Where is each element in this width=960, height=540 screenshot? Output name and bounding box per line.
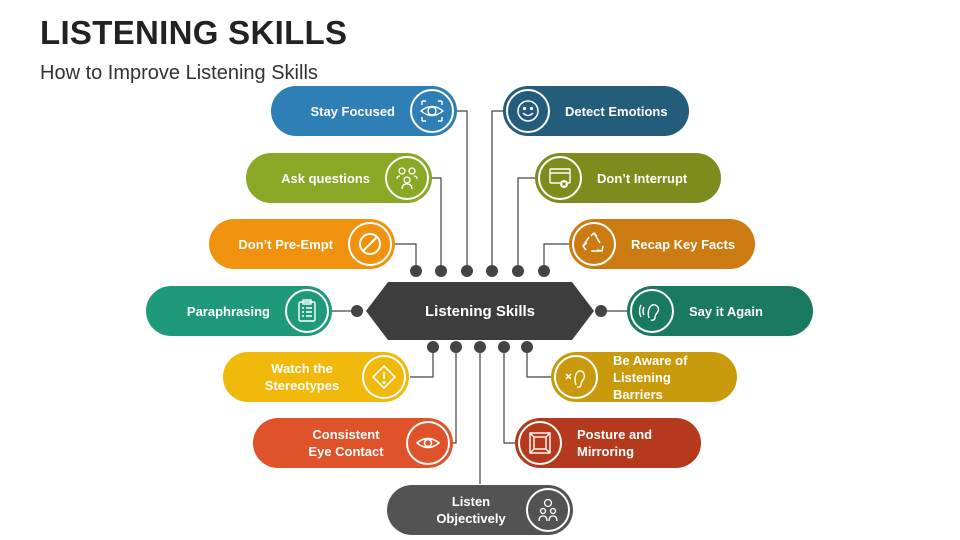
skill-listen-objectively: Listen Objectively bbox=[387, 485, 573, 535]
connector-node bbox=[410, 265, 422, 277]
connector-node bbox=[427, 341, 439, 353]
skill-stay-focused: Stay Focused bbox=[271, 86, 457, 136]
hub-shape bbox=[366, 282, 594, 340]
skill-label: Posture and Mirroring bbox=[577, 427, 653, 459]
skill-dont-preempt: Don’t Pre-Empt bbox=[209, 219, 395, 269]
skill-label: Be Aware of Listening Barriers bbox=[613, 352, 688, 402]
skill-label: Detect Emotions bbox=[565, 103, 668, 119]
connector-node bbox=[538, 265, 550, 277]
eye-icon bbox=[406, 421, 450, 465]
eye-focus-icon bbox=[410, 89, 454, 133]
chat-block-icon bbox=[538, 156, 582, 200]
connector-node bbox=[512, 265, 524, 277]
connector-stereotypes bbox=[410, 347, 434, 378]
connector-node bbox=[474, 341, 486, 353]
ear-block-icon bbox=[554, 355, 598, 399]
page-title: LISTENING SKILLS bbox=[40, 14, 348, 51]
skill-detect-emotions: Detect Emotions bbox=[503, 86, 689, 136]
connector-node bbox=[486, 265, 498, 277]
skill-recap-key-facts: Recap Key Facts bbox=[569, 219, 755, 269]
hub-label: Listening Skills bbox=[424, 302, 536, 320]
connector-ask-questions bbox=[431, 177, 442, 271]
skill-label: Paraphrasing bbox=[186, 303, 270, 319]
smiley-icon bbox=[506, 89, 550, 133]
connector-node bbox=[595, 305, 607, 317]
skill-watch-stereotypes: Watch the Stereotypes bbox=[223, 352, 409, 402]
skill-listening-barriers: Be Aware of Listening Barriers bbox=[551, 352, 737, 402]
skill-ask-questions: Ask questions bbox=[246, 153, 432, 203]
people-scale-icon bbox=[526, 488, 570, 532]
sound-ear-icon bbox=[630, 289, 674, 333]
connector-posture bbox=[503, 347, 517, 444]
connector-barriers bbox=[526, 347, 552, 378]
skill-label: Listen Objectively bbox=[436, 494, 506, 526]
connector-node bbox=[498, 341, 510, 353]
recycle-icon bbox=[572, 222, 616, 266]
connector-eye-contact bbox=[452, 347, 457, 444]
page-subtitle: How to Improve Listening Skills bbox=[40, 62, 318, 84]
connector-detect-emotions bbox=[491, 110, 505, 271]
connector-recap bbox=[543, 243, 571, 271]
skill-label: Don’t Pre-Empt bbox=[238, 236, 333, 252]
skill-label: Watch the Stereotypes bbox=[264, 361, 340, 393]
connector-node bbox=[435, 265, 447, 277]
people-question-icon bbox=[385, 156, 429, 200]
skill-say-it-again: Say it Again bbox=[627, 286, 813, 336]
connector-node bbox=[351, 305, 363, 317]
skill-label: Recap Key Facts bbox=[631, 236, 736, 252]
connector-node bbox=[521, 341, 533, 353]
frame-icon bbox=[518, 421, 562, 465]
connector-dont-interrupt bbox=[517, 177, 537, 271]
skill-posture-mirroring: Posture and Mirroring bbox=[515, 418, 701, 468]
no-entry-icon bbox=[348, 222, 392, 266]
skill-label: Ask questions bbox=[281, 170, 370, 186]
skill-label: Don’t Interrupt bbox=[597, 170, 688, 186]
skill-label: Consistent Eye Contact bbox=[308, 427, 384, 459]
skill-dont-interrupt: Don’t Interrupt bbox=[535, 153, 721, 203]
skill-eye-contact: Consistent Eye Contact bbox=[253, 418, 453, 468]
skill-paraphrasing: Paraphrasing bbox=[146, 286, 332, 336]
skill-label: Say it Again bbox=[689, 303, 763, 319]
connector-dont-preempt bbox=[393, 243, 417, 271]
clipboard-icon bbox=[285, 289, 329, 333]
connector-stay-focused bbox=[455, 110, 468, 271]
connector-node bbox=[461, 265, 473, 277]
skill-label: Stay Focused bbox=[310, 103, 395, 119]
warning-icon bbox=[362, 355, 406, 399]
connector-node bbox=[450, 341, 462, 353]
